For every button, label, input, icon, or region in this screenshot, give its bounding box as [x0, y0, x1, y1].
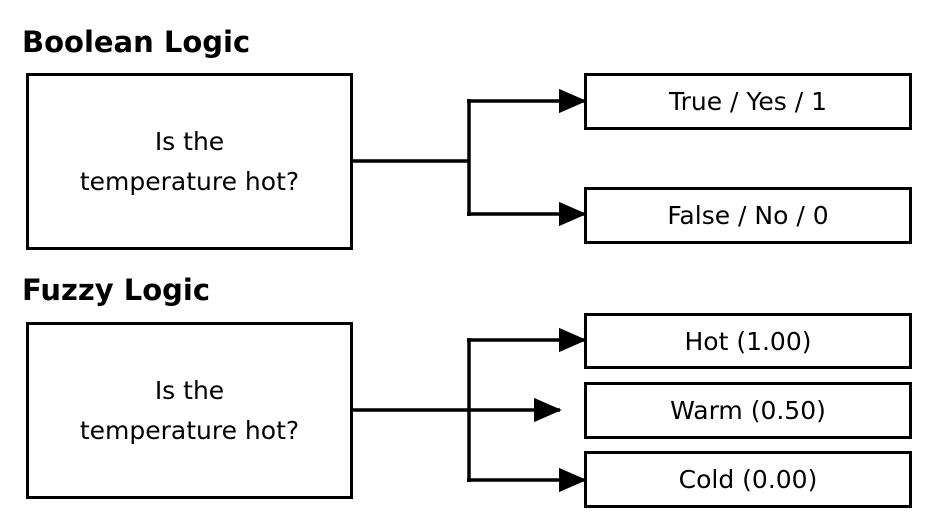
- fuzzy-logic-title: Fuzzy Logic: [22, 273, 211, 307]
- fuzzy-outcome-warm: Warm (0.50): [584, 382, 912, 439]
- boolean-outcome-false: False / No / 0: [584, 187, 912, 244]
- fuzzy-outcome-hot: Hot (1.00): [584, 313, 912, 369]
- boolean-outcome-true: True / Yes / 1: [584, 73, 912, 130]
- fuzzy-outcome-cold: Cold (0.00): [584, 451, 912, 508]
- boolean-question-line2: temperature hot?: [79, 166, 300, 196]
- boolean-logic-title: Boolean Logic: [22, 25, 251, 59]
- boolean-question-line1: Is the: [154, 126, 225, 156]
- fuzzy-question-box: Is the temperature hot?: [26, 322, 353, 499]
- fuzzy-question-line2: temperature hot?: [79, 415, 300, 445]
- boolean-question-box: Is the temperature hot?: [26, 73, 353, 250]
- fuzzy-question-line1: Is the: [154, 375, 225, 405]
